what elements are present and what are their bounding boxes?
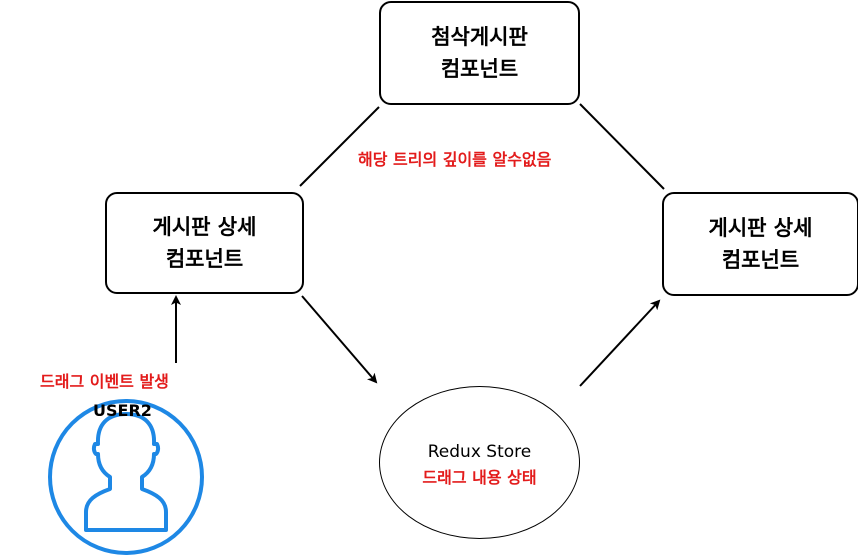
redux-store-node: Redux Store 드래그 내용 상태 (379, 386, 580, 539)
left-component-subtitle: 컴포넌트 (165, 247, 244, 271)
right-component-box: 게시판 상세 컴포넌트 (662, 192, 858, 296)
redux-store-title: Redux Store (427, 441, 532, 462)
drag-event-annotation: 드래그 이벤트 발생 (40, 372, 169, 391)
user-avatar-icon (48, 399, 204, 555)
right-component-subtitle: 컴포넌트 (721, 248, 800, 272)
top-component-title: 첨삭게시판 (431, 25, 528, 49)
connector-top-to-right (579, 103, 665, 190)
top-component-subtitle: 컴포넌트 (440, 57, 519, 81)
user-label: USER2 (93, 401, 152, 420)
depth-unknown-annotation: 해당 트리의 깊이를 알수없음 (358, 150, 552, 169)
user-silhouette (84, 412, 168, 532)
top-component-box: 첨삭게시판 컴포넌트 (379, 1, 580, 105)
left-component-box: 게시판 상세 컴포넌트 (105, 192, 304, 294)
arrow-left-to-store (301, 295, 378, 384)
redux-store-subtitle: 드래그 내용 상태 (422, 467, 537, 487)
connector-left-to-top (299, 106, 380, 187)
user-avatar-circle (48, 399, 204, 555)
arrow-store-to-right (579, 299, 661, 387)
right-component-title: 게시판 상세 (708, 216, 813, 240)
left-component-title: 게시판 상세 (152, 215, 257, 239)
